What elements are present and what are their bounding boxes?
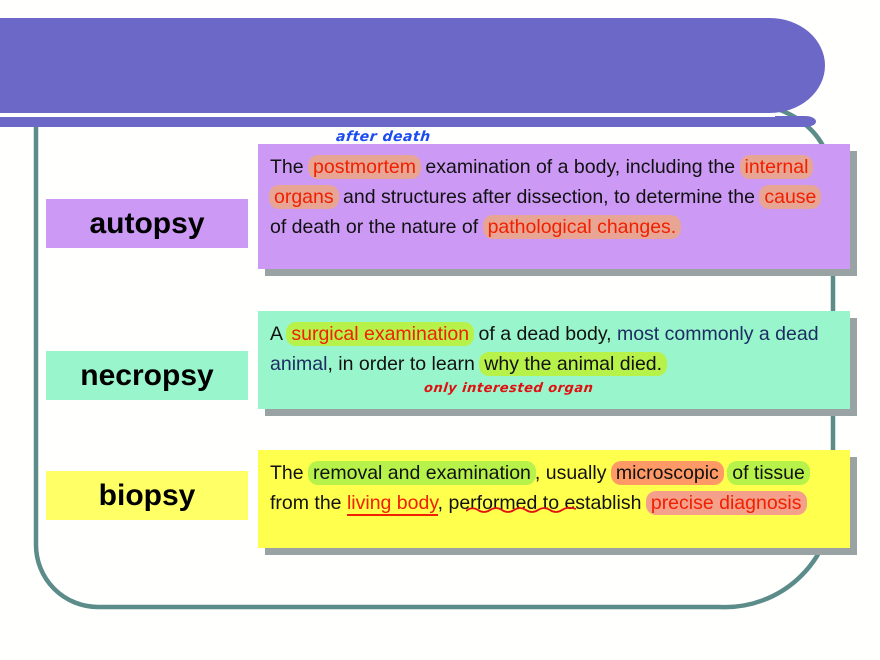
title-banner bbox=[0, 18, 825, 113]
definition-box-biopsy: The removal and examination, usually mic… bbox=[258, 450, 850, 548]
necropsy-kw-why-animal-died: why the animal died. bbox=[479, 352, 668, 376]
term-chip-biopsy: biopsy bbox=[46, 471, 248, 520]
term-label-necropsy: necropsy bbox=[80, 358, 214, 392]
necropsy-text-1: A bbox=[270, 323, 288, 345]
term-label-autopsy: autopsy bbox=[89, 206, 205, 240]
autopsy-text-2: examination of a body, including the bbox=[419, 156, 741, 178]
term-chip-autopsy: autopsy bbox=[46, 199, 248, 248]
autopsy-text-4: of death or the nature of bbox=[270, 216, 484, 238]
necropsy-text-3: , in order to learn bbox=[327, 353, 481, 375]
definition-box-autopsy: The postmortem examination of a body, in… bbox=[258, 144, 850, 269]
biopsy-text-4: from the bbox=[270, 492, 347, 514]
biopsy-kw-removal-examination: removal and examination bbox=[308, 461, 536, 485]
autopsy-text-1: The bbox=[270, 156, 310, 178]
necropsy-text-2: of a dead body, bbox=[473, 323, 617, 345]
biopsy-text-2: , usually bbox=[534, 462, 612, 484]
handwritten-note-only-interested-organ: only interested organ bbox=[423, 381, 595, 396]
term-chip-necropsy: necropsy bbox=[46, 351, 248, 400]
necropsy-kw-surgical-examination: surgical examination bbox=[286, 322, 475, 346]
title-banner-underbar bbox=[0, 116, 816, 127]
autopsy-kw-pathological-changes: pathological changes. bbox=[482, 215, 682, 239]
autopsy-text-3: and structures after dissection, to dete… bbox=[337, 186, 761, 208]
biopsy-kw-of-tissue: of tissue bbox=[727, 461, 810, 485]
biopsy-kw-living-body: living body bbox=[346, 492, 438, 516]
title-banner-divider bbox=[0, 113, 775, 117]
handwritten-note-after-death: after death bbox=[335, 129, 432, 145]
biopsy-kw-microscopic: microscopic bbox=[610, 461, 724, 485]
autopsy-kw-cause: cause bbox=[759, 185, 822, 209]
autopsy-kw-postmortem: postmortem bbox=[308, 155, 421, 179]
term-label-biopsy: biopsy bbox=[98, 478, 196, 512]
biopsy-text-1: The bbox=[270, 462, 310, 484]
biopsy-text-5: , performed to establish bbox=[437, 492, 647, 514]
biopsy-kw-precise-diagnosis: precise diagnosis bbox=[645, 491, 807, 515]
